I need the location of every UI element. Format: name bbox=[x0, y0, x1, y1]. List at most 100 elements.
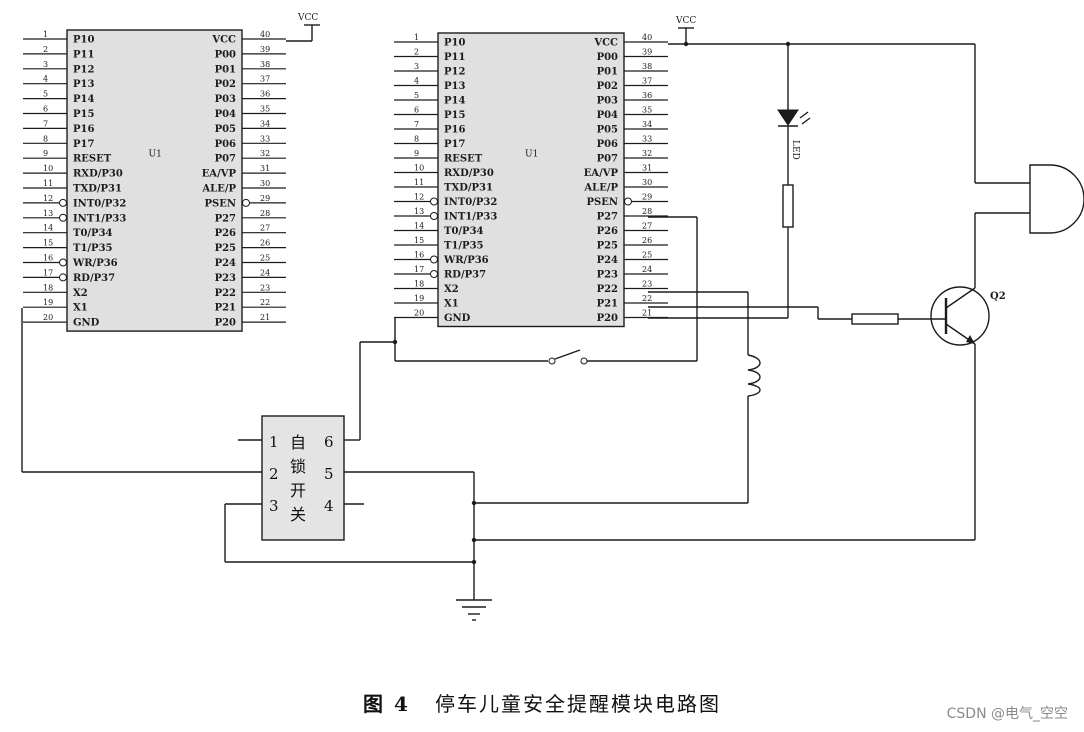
mcu-right-left-pin-number: 1 bbox=[414, 33, 419, 42]
mcu-left-body bbox=[66, 29, 243, 332]
led-label: LED bbox=[790, 140, 800, 160]
latch-name-char-3: 开 bbox=[290, 481, 306, 500]
mcu-left-left-pin-label: T0/P34 bbox=[73, 228, 113, 239]
mcu-left-right-pin-label: P00 bbox=[215, 49, 236, 60]
mcu-right-right-pin-number: 32 bbox=[642, 149, 652, 158]
mcu-right-left-pin-label: P13 bbox=[444, 81, 465, 92]
mcu-right-left-pin-label: WR/P36 bbox=[443, 255, 489, 266]
mcu-right-left-pin-label: P17 bbox=[444, 139, 465, 150]
mcu-right-left-pin-label: X1 bbox=[444, 299, 459, 310]
mcu-left-inverter-bubble bbox=[59, 198, 67, 207]
mcu-right-right-pin-label: P06 bbox=[597, 139, 618, 150]
mcu-left-left-pin-number: 18 bbox=[43, 283, 53, 292]
base-resistor-icon bbox=[851, 313, 899, 325]
mcu-right-right-pin-number: 37 bbox=[642, 77, 652, 86]
mcu-left-inverter-bubble bbox=[59, 273, 67, 282]
mcu-left-right-pin-number: 21 bbox=[260, 313, 270, 322]
transistor-label: Q2 bbox=[990, 291, 1006, 302]
mcu-left-left-pin-label: P17 bbox=[73, 139, 94, 150]
mcu-left-left-pin-number: 20 bbox=[43, 313, 53, 322]
mcu-right-inverter-bubble bbox=[430, 255, 438, 264]
mcu-left-right-pin-number: 23 bbox=[260, 283, 270, 292]
mcu-right-left-pin-label: RD/P37 bbox=[444, 270, 486, 281]
vcc-left-label: VCC bbox=[297, 13, 318, 23]
mcu-left-left-pin-label: INT0/P32 bbox=[73, 198, 126, 209]
mcu-right-right-pin-number: 39 bbox=[642, 48, 652, 57]
mcu-right-left-pin-label: RXD/P30 bbox=[444, 168, 494, 179]
mcu-right-left-pin-number: 5 bbox=[414, 91, 419, 100]
mcu-right-left-pin-number: 4 bbox=[414, 77, 419, 86]
mcu-left-right-pin-number: 22 bbox=[260, 298, 270, 307]
mcu-right-inverter-bubble bbox=[430, 197, 438, 206]
mcu-right-left-pin-label: P11 bbox=[444, 52, 465, 63]
vcc-right-symbol: VCC bbox=[668, 16, 696, 45]
mcu-left-left-pin-label: P10 bbox=[73, 35, 94, 46]
mcu-left-left-pin-label: RD/P37 bbox=[73, 273, 115, 284]
mcu-left-right-pin-number: 38 bbox=[260, 60, 270, 69]
latch-pin-4: 4 bbox=[324, 497, 334, 515]
mcu-right-left-pin-label: P14 bbox=[444, 96, 465, 107]
mcu-right-left-pin-number: 18 bbox=[414, 280, 424, 289]
mcu-left-left-pin-number: 11 bbox=[43, 179, 53, 188]
led-branch: LED bbox=[648, 44, 811, 319]
ground-net bbox=[224, 472, 975, 621]
mcu-right-left-pin-number: 3 bbox=[414, 62, 419, 71]
mcu-right-inverter-bubble bbox=[624, 197, 632, 206]
mcu-right-right-pin-label: VCC bbox=[593, 38, 618, 49]
mcu-right-right-pin-label: EA/VP bbox=[584, 168, 619, 179]
mcu-left-inverter-bubble bbox=[59, 258, 67, 267]
vcc-left-symbol: VCC bbox=[286, 13, 320, 42]
mcu-right-right-pin-label: P24 bbox=[597, 255, 618, 266]
mcu-right-right-pin-label: P27 bbox=[597, 212, 618, 223]
mcu-left-left-pin-label: P13 bbox=[73, 79, 94, 90]
mcu-left-right-pin-label: P21 bbox=[215, 303, 236, 314]
mcu-left-left-pin-label: RXD/P30 bbox=[73, 169, 123, 180]
mcu-left-right-pin-number: 37 bbox=[260, 75, 270, 84]
mcu-left-left-pin-number: 17 bbox=[43, 268, 53, 277]
mcu-right-designator: U1 bbox=[525, 149, 538, 159]
mcu-left-right-pin-number: 25 bbox=[260, 254, 270, 263]
mcu-left-left-pin-label: GND bbox=[73, 318, 100, 329]
mcu-right-left-pin-label: GND bbox=[444, 313, 471, 324]
mcu-right-left-pin-number: 14 bbox=[414, 222, 424, 231]
mcu-left-left-pin-number: 13 bbox=[43, 209, 53, 218]
mcu-left-left-pin-label: P12 bbox=[73, 64, 94, 75]
mcu-right-left-pin-label: T1/P35 bbox=[444, 241, 484, 252]
mcu-right-right-pin-number: 27 bbox=[642, 222, 652, 231]
mcu-right-right-pin-number: 30 bbox=[642, 178, 652, 187]
mcu-left-left-pin-number: 16 bbox=[43, 254, 53, 263]
latch-switch: 1 2 3 6 5 4 自 锁 开 关 bbox=[225, 415, 474, 541]
push-switch-icon bbox=[548, 349, 588, 365]
mcu-right-left-pin-label: P12 bbox=[444, 67, 465, 78]
mcu-right-right-pin-number: 34 bbox=[642, 120, 652, 129]
mcu-left-right-pin-number: 26 bbox=[260, 239, 270, 248]
mcu-left-left-pin-label: P15 bbox=[73, 109, 94, 120]
mcu-left-left-pin-label: TXD/P31 bbox=[73, 184, 122, 195]
led-resistor-icon bbox=[782, 184, 794, 228]
mcu-left-left-pin-number: 9 bbox=[43, 149, 48, 158]
watermark: CSDN @电气_空空 bbox=[946, 706, 1068, 722]
mcu-left-left-pin-label: P16 bbox=[73, 124, 94, 135]
mcu-left-inverter-bubble bbox=[59, 213, 67, 222]
mcu-right-left-pin-number: 7 bbox=[414, 120, 419, 129]
mcu-right-right-pin-number: 29 bbox=[642, 193, 652, 202]
mcu-left-right-pin-label: VCC bbox=[211, 35, 236, 46]
mcu-left-right-pin-label: P20 bbox=[215, 318, 236, 329]
mcu-right-right-pin-label: P04 bbox=[597, 110, 618, 121]
mcu-right-right-pin-number: 23 bbox=[642, 280, 652, 289]
latch-pin-1: 1 bbox=[269, 433, 279, 451]
mcu-right-right-pin-number: 26 bbox=[642, 236, 652, 245]
mcu-right-left-pin-number: 12 bbox=[414, 193, 424, 202]
mcu-left-right-pin-number: 39 bbox=[260, 45, 270, 54]
mcu-left-right-pin-number: 36 bbox=[260, 90, 270, 99]
mcu-left-left-pin-label: RESET bbox=[73, 154, 112, 165]
mcu-left-right-pin-number: 31 bbox=[260, 164, 270, 173]
latch-pin-5: 5 bbox=[324, 465, 334, 483]
mcu-right-right-pin-label: PSEN bbox=[586, 197, 618, 208]
mcu-right-left-pin-number: 10 bbox=[414, 164, 424, 173]
mcu-right-right-pin-label: P20 bbox=[597, 313, 618, 324]
latch-pin-6: 6 bbox=[324, 433, 334, 451]
mcu-left-right-pin-number: 30 bbox=[260, 179, 270, 188]
latch-pin-2: 2 bbox=[269, 465, 279, 483]
